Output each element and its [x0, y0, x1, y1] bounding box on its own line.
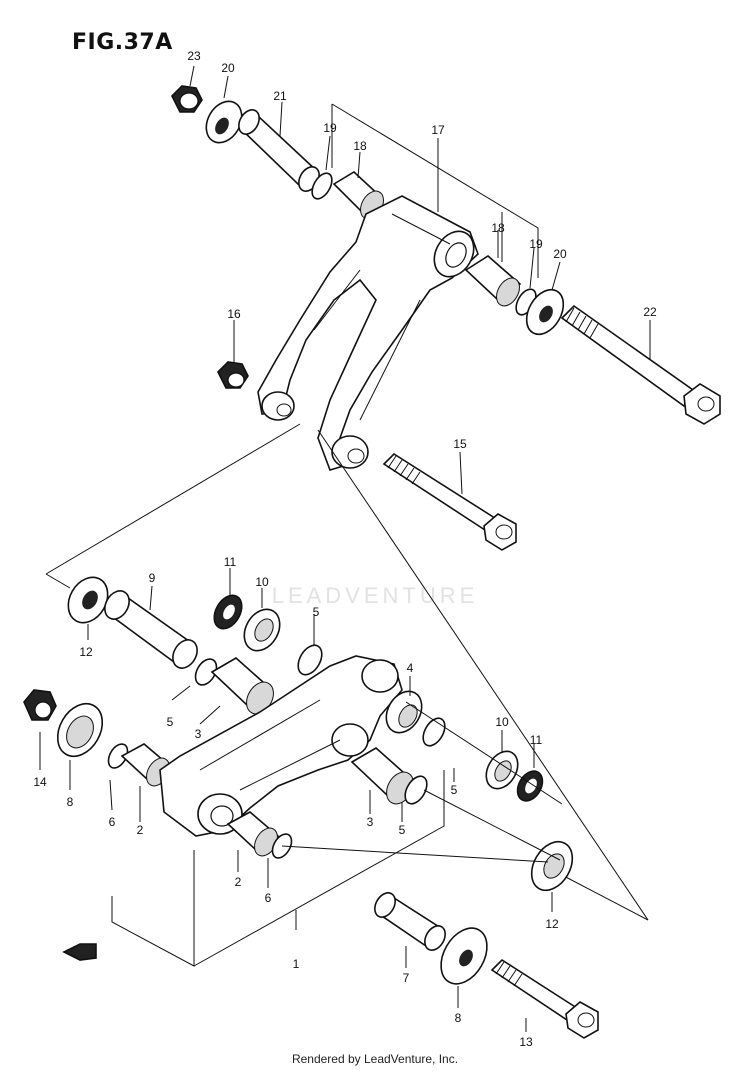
leader-axle-line	[281, 845, 549, 863]
callout-15: 15	[453, 437, 467, 451]
nut-16	[217, 361, 249, 389]
seal-6-left	[107, 743, 129, 769]
washer-20-lower	[525, 288, 565, 336]
leader-bracket-top	[331, 103, 539, 278]
leader-lines	[39, 65, 651, 1032]
callout-4: 4	[407, 661, 414, 675]
seal-5-right-lower	[404, 775, 428, 805]
callout-6: 6	[109, 815, 116, 829]
callout-1: 1	[293, 957, 300, 971]
figure-title: FIG.37A	[72, 30, 173, 55]
callout-8: 8	[455, 1011, 462, 1025]
leader-assembly-left	[45, 423, 301, 575]
callout-5: 5	[399, 823, 406, 837]
watermark-text: LEADVENTURE	[272, 583, 479, 608]
spacer-9	[104, 590, 198, 669]
callout-11: 11	[224, 555, 237, 569]
bearing-18-lower	[464, 255, 522, 307]
callout-21: 21	[273, 89, 287, 103]
leader-assembly-right	[317, 429, 649, 921]
callout-20: 20	[553, 247, 567, 261]
cushion-rod-17	[257, 195, 479, 471]
washer-12-lower	[530, 840, 574, 892]
seal-19-upper	[311, 172, 333, 200]
front-arrow-icon	[62, 943, 97, 961]
washer-8-lower	[440, 927, 488, 985]
callout-19: 19	[529, 237, 543, 251]
callout-10: 10	[495, 715, 509, 729]
bearing-2-lower	[226, 811, 280, 857]
nut-14	[23, 689, 57, 721]
callout-20: 20	[221, 61, 235, 75]
nut-23	[171, 85, 203, 113]
bearing-10-upper	[243, 608, 281, 652]
seal-5-upper	[297, 644, 323, 676]
callout-11: 11	[530, 733, 543, 747]
callout-13: 13	[519, 1035, 533, 1049]
callout-8: 8	[67, 795, 74, 809]
washer-8-upper	[56, 702, 104, 758]
callout-3: 3	[367, 815, 374, 829]
washer-12-upper	[67, 576, 109, 624]
footer-credit: Rendered by LeadVenture, Inc.	[291, 1052, 459, 1066]
callout-22: 22	[643, 305, 657, 319]
callout-6: 6	[265, 891, 272, 905]
callout-5: 5	[451, 783, 458, 797]
callout-16: 16	[227, 307, 241, 321]
callout-5: 5	[313, 605, 320, 619]
callout-12: 12	[545, 917, 559, 931]
bolt-22	[560, 304, 721, 425]
callout-17: 17	[431, 123, 445, 137]
callout-14: 14	[33, 775, 47, 789]
washer-20-upper	[205, 100, 243, 144]
callout-23: 23	[187, 49, 201, 63]
callout-2: 2	[235, 875, 242, 889]
callout-2: 2	[137, 823, 144, 837]
collar-4	[385, 690, 423, 734]
seal-5-right-upper	[422, 717, 446, 747]
bearing-10-lower	[485, 750, 519, 790]
callout-18: 18	[491, 221, 505, 235]
bolt-13	[490, 958, 599, 1039]
callout-5: 5	[167, 715, 174, 729]
callout-19: 19	[323, 121, 337, 135]
seal-5-left	[194, 658, 218, 686]
leader-bracket-lever	[111, 770, 445, 967]
cushion-lever-1	[159, 655, 403, 837]
bearing-3-upper	[210, 657, 274, 715]
spacer-7	[374, 892, 446, 951]
callout-12: 12	[79, 645, 93, 659]
spacer-21	[238, 109, 320, 192]
callout-3: 3	[195, 727, 202, 741]
callout-10: 10	[255, 575, 269, 589]
callout-18: 18	[353, 139, 367, 153]
bolt-15	[382, 452, 517, 551]
callout-9: 9	[149, 571, 156, 585]
callout-7: 7	[403, 971, 410, 985]
